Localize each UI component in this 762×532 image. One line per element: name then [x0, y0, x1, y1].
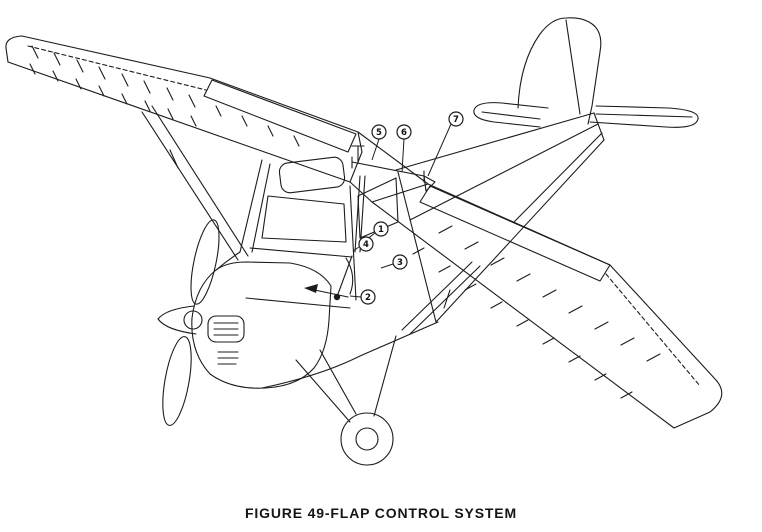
wing-struts	[141, 105, 481, 335]
fuselage-stringers	[409, 123, 603, 223]
rudder-hinge-line	[565, 19, 581, 115]
callout-6-number: 6	[401, 128, 407, 138]
flap-pushrod	[351, 156, 425, 183]
gear-struts	[295, 335, 397, 423]
door-post	[349, 185, 357, 301]
right-elevator-hinge-line	[595, 113, 693, 118]
cowl-outline	[191, 261, 332, 389]
left-wing-flap-hatch-strip	[203, 79, 357, 153]
spinner-cone	[157, 305, 197, 335]
callout-3-circle	[392, 254, 408, 270]
louver-lines	[213, 322, 239, 336]
callout-4-circle	[358, 236, 374, 252]
left-elevator-hinge-line	[481, 111, 541, 120]
empennage	[473, 17, 699, 128]
callout-4-number: 4	[363, 240, 369, 250]
wing-root-connectors	[349, 131, 429, 203]
callout-6-circle	[396, 124, 412, 140]
callout-6-leader	[401, 138, 405, 173]
callout-3: 3	[380, 254, 408, 270]
propeller-hub	[183, 310, 203, 330]
callout-7-number: 7	[453, 115, 459, 125]
fuselage	[215, 112, 605, 389]
right-wing-rib-marks-row1	[438, 225, 661, 362]
main-wheel-tire	[340, 412, 394, 466]
callout-2-circle	[360, 289, 376, 305]
door-bottom-line	[245, 297, 351, 309]
callout-6: 6	[396, 124, 412, 173]
callout-2-leader	[349, 295, 362, 298]
main-wheel-hub	[355, 427, 379, 451]
skylight-panel	[278, 156, 346, 194]
figure-caption: FIGURE 49-FLAP CONTROL SYSTEM	[245, 505, 517, 521]
belly-line	[261, 321, 439, 389]
flap-control-linkage	[304, 145, 436, 301]
callout-7: 7	[427, 111, 464, 177]
callout-5: 5	[371, 124, 387, 161]
callout-7-circle	[448, 111, 464, 127]
propeller-blade-lower	[162, 336, 192, 426]
callout-4-leader	[352, 246, 360, 252]
top-longeron	[395, 112, 595, 171]
callout-1-circle	[373, 221, 389, 237]
callout-2: 2	[349, 289, 376, 305]
callout-1-number: 1	[378, 225, 384, 235]
left-wing-rib-marks-row2	[29, 63, 197, 127]
tailpost	[593, 112, 605, 141]
right-lift-struts	[401, 261, 481, 335]
aircraft-drawing	[5, 17, 723, 466]
left-jury-strut	[169, 149, 179, 169]
louver-panel	[207, 315, 245, 343]
right-stabilizer-outline	[589, 105, 699, 128]
right-wing	[371, 183, 723, 429]
flap-control-system-figure: 1 2 3 4 5	[5, 17, 723, 466]
left-wing-hinge-dashed-line	[27, 45, 207, 91]
vertical-fin-outline	[517, 17, 602, 125]
cowling	[191, 261, 332, 389]
flap-handle	[337, 255, 354, 295]
propeller	[157, 219, 220, 426]
windshield-posts	[239, 159, 271, 253]
landing-gear	[295, 335, 397, 466]
right-jury-strut	[443, 289, 451, 309]
left-wing-root-rib-marks	[215, 105, 300, 147]
right-wing-aileron-dashed-line	[605, 273, 701, 387]
callout-1: 1	[365, 221, 389, 241]
direction-arrow-head	[304, 284, 318, 293]
right-wing-outline	[371, 183, 723, 429]
side-window-frame	[261, 195, 347, 243]
right-wing-flap-hatch-strip	[419, 185, 611, 282]
callout-5-leader	[371, 138, 380, 161]
rear-window-frame	[357, 177, 399, 239]
callout-5-number: 5	[376, 128, 382, 138]
bottom-longeron	[435, 139, 605, 323]
callout-3-number: 3	[397, 258, 403, 268]
cabin-rear-edge	[397, 171, 437, 323]
left-lift-struts	[141, 105, 249, 261]
propeller-blade-upper	[190, 219, 220, 305]
left-wing	[5, 35, 363, 183]
left-wing-rib-marks-row1	[31, 45, 196, 108]
left-wing-outline	[5, 35, 363, 183]
callout-2-number: 2	[365, 293, 371, 303]
lower-louver-lines	[217, 351, 239, 365]
window-sill-line	[249, 247, 353, 258]
callout-markers: 1 2 3 4 5	[349, 111, 464, 305]
callout-5-circle	[371, 124, 387, 140]
bellcrank	[423, 175, 436, 192]
callout-4: 4	[352, 236, 374, 252]
wing-bracket	[351, 145, 365, 164]
callout-3-leader	[380, 263, 394, 269]
callout-7-leader	[427, 123, 452, 177]
left-stabilizer-outline	[473, 102, 549, 128]
right-wing-rib-marks-row2	[412, 247, 633, 399]
